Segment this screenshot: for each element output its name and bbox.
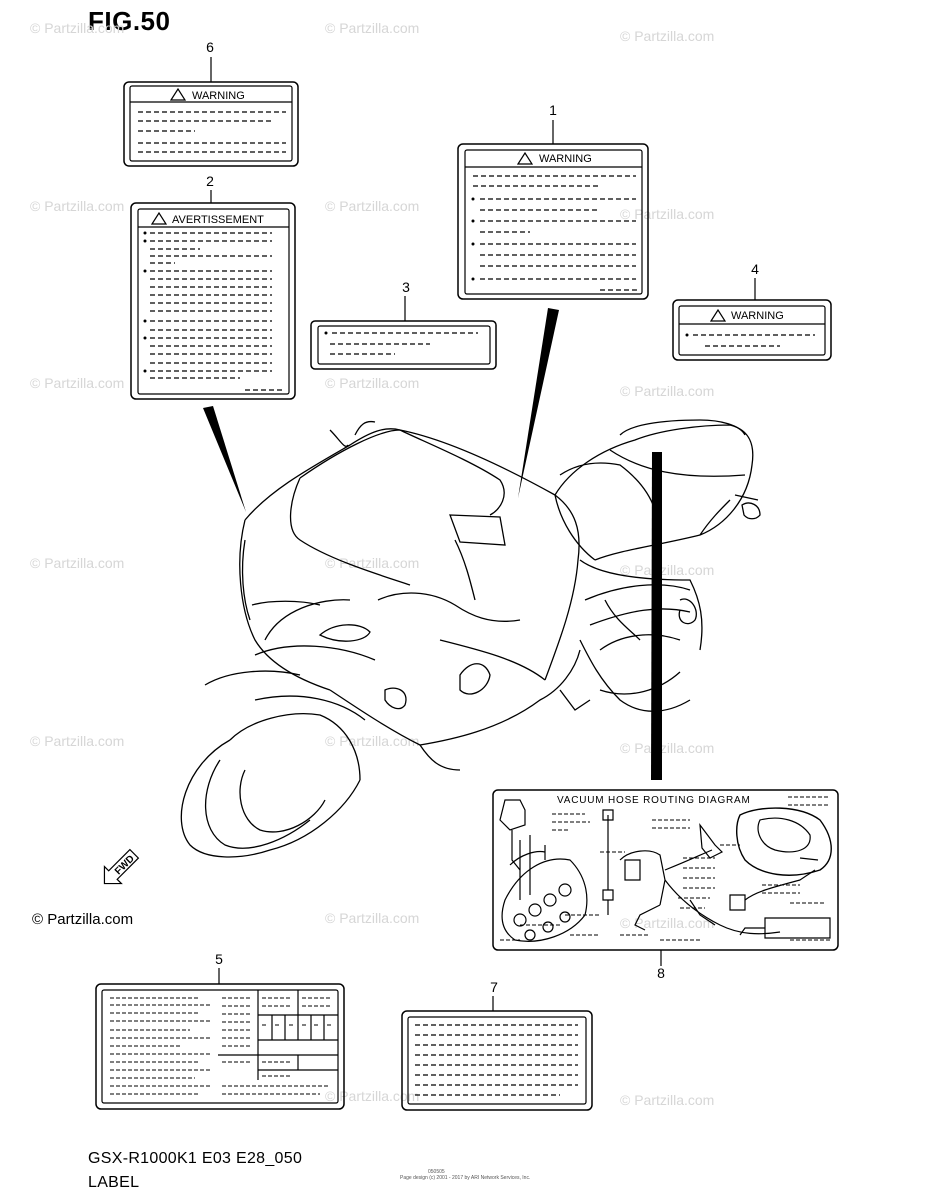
label-7	[401, 996, 593, 1111]
watermark: © Partzilla.com	[325, 555, 420, 571]
callout-4: 4	[751, 261, 759, 277]
label-4-warning: WARNING	[672, 278, 832, 361]
watermark: © Partzilla.com	[620, 562, 715, 578]
label-1-warning: WARNING	[457, 120, 649, 300]
leader-wedges	[203, 308, 662, 780]
watermark: © Partzilla.com	[325, 198, 420, 214]
model-code: GSX-R1000K1 E03 E28_050	[88, 1150, 303, 1167]
motorcycle-outline	[180, 419, 761, 858]
label-6-title: WARNING	[192, 90, 245, 102]
part-name: LABEL	[88, 1174, 140, 1191]
watermark: © Partzilla.com	[620, 1092, 715, 1108]
watermark: © Partzilla.com	[620, 206, 715, 222]
label-8-vacuum-hose-diagram: VACUUM HOSE ROUTING DIAGRAM	[492, 789, 839, 966]
callout-6: 6	[206, 39, 214, 55]
callout-1: 1	[549, 102, 557, 118]
callout-8: 8	[657, 965, 665, 981]
fwd-arrow-icon: FWD	[103, 848, 140, 885]
watermark: © Partzilla.com	[30, 375, 125, 391]
watermark: © Partzilla.com	[620, 28, 715, 44]
callout-5: 5	[215, 951, 223, 967]
label-5	[95, 968, 345, 1110]
label-2-title: AVERTISSEMENT	[172, 214, 264, 226]
footer-credit: Page design (c) 2001 - 2017 by ARI Netwo…	[400, 1175, 531, 1181]
callout-2: 2	[206, 173, 214, 189]
watermark: © Partzilla.com	[30, 733, 125, 749]
label-6-warning: WARNING	[123, 57, 299, 167]
label-1-title: WARNING	[539, 153, 592, 165]
figure-title: FIG.50	[88, 6, 171, 36]
watermark: © Partzilla.com	[325, 910, 420, 926]
watermark: © Partzilla.com	[30, 198, 125, 214]
watermark: © Partzilla.com	[325, 733, 420, 749]
watermark: © Partzilla.com	[325, 1088, 420, 1104]
copyright-text: © Partzilla.com	[32, 911, 134, 928]
callout-3: 3	[402, 279, 410, 295]
label-4-title: WARNING	[731, 310, 784, 322]
footer-id: 050505	[428, 1169, 445, 1175]
watermark: © Partzilla.com	[325, 20, 420, 36]
label-3	[310, 296, 497, 370]
label-2-avertissement: AVERTISSEMENT	[130, 190, 296, 400]
watermark: © Partzilla.com	[620, 740, 715, 756]
vacuum-diagram-title: VACUUM HOSE ROUTING DIAGRAM	[557, 795, 751, 806]
watermark: © Partzilla.com	[30, 20, 125, 36]
watermark: © Partzilla.com	[30, 555, 125, 571]
watermark: © Partzilla.com	[620, 383, 715, 399]
watermark: © Partzilla.com	[325, 375, 420, 391]
callout-7: 7	[490, 979, 498, 995]
watermark: © Partzilla.com	[620, 915, 715, 931]
